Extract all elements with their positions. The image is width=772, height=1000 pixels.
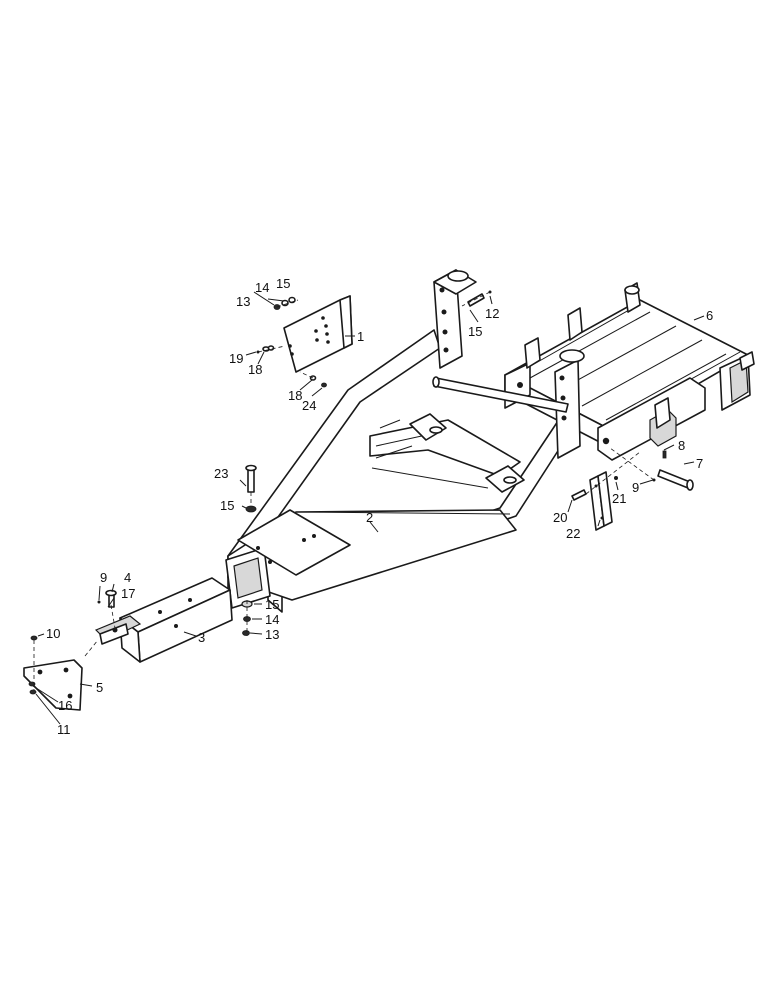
callout-16: 16 (58, 698, 72, 713)
callout-5: 5 (96, 680, 103, 695)
callout-13-bottom: 13 (265, 627, 279, 642)
assembly-lines (33, 291, 655, 690)
callout-8: 8 (678, 438, 685, 453)
callout-11: 11 (57, 722, 71, 737)
callout-17: 17 (121, 586, 135, 601)
callout-10: 10 (46, 626, 60, 641)
callout-7: 7 (696, 456, 703, 471)
hardware (28, 290, 694, 695)
rear-frame (504, 282, 755, 461)
callout-9-front: 9 (100, 570, 107, 585)
callout-15-tower: 15 (468, 324, 482, 339)
callout-23: 23 (214, 466, 228, 481)
callout-22: 22 (566, 526, 580, 541)
adjustment-plate (283, 295, 353, 373)
callout-1: 1 (357, 329, 364, 344)
callout-21: 21 (612, 491, 626, 506)
callouts: 1 2 3 4 5 6 7 8 9 9 10 11 12 13 13 14 14… (46, 276, 713, 737)
callout-2: 2 (366, 510, 373, 525)
callout-19: 19 (229, 351, 243, 366)
callout-9-rear: 9 (632, 480, 639, 495)
callout-4: 4 (124, 570, 131, 585)
leader-lines (32, 291, 705, 725)
callout-14-bottom: 14 (265, 612, 279, 627)
callout-15-bottom: 15 (265, 597, 279, 612)
callout-15-top: 15 (276, 276, 290, 291)
callout-6: 6 (706, 308, 713, 323)
callout-3: 3 (198, 630, 205, 645)
callout-14-top: 14 (255, 280, 269, 295)
tongue-extension (94, 577, 233, 663)
callout-13-top: 13 (236, 294, 250, 309)
hitch-plate (23, 659, 83, 711)
callout-18-right: 18 (288, 388, 302, 403)
callout-18-left: 18 (248, 362, 262, 377)
a-frame (225, 269, 585, 613)
callout-15-bolt: 15 (220, 498, 234, 513)
callout-24: 24 (302, 398, 316, 413)
callout-12: 12 (485, 306, 499, 321)
callout-20: 20 (553, 510, 567, 525)
